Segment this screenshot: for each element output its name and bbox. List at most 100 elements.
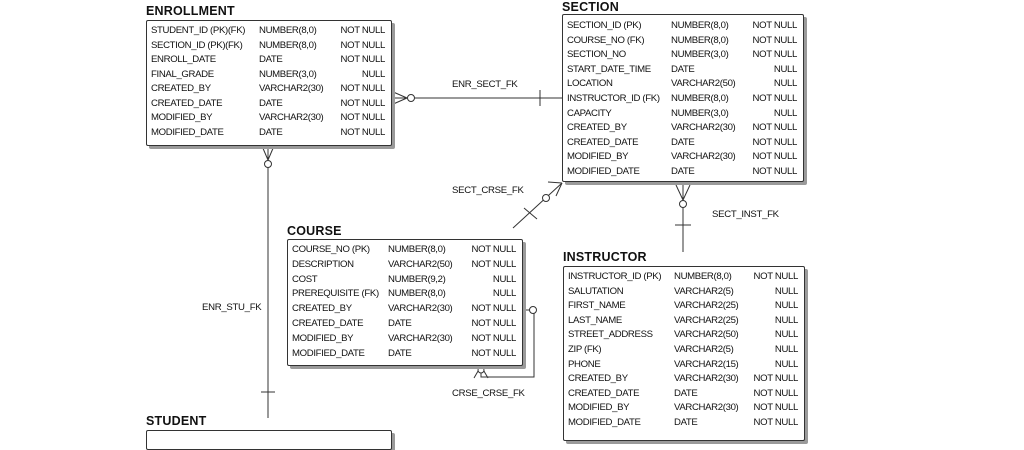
column-nullability: NOT NULL: [752, 20, 798, 31]
column-type: NUMBER(8,0): [388, 244, 446, 255]
column-nullability: NOT NULL: [471, 347, 517, 359]
column-nullability: NULL: [774, 300, 798, 312]
er-diagram-canvas: ENROLLMENT STUDENT_ID (PK)(FK)NUMBER(8,0…: [146, 0, 809, 450]
column-type: NUMBER(3,0): [671, 107, 729, 119]
column-nullability: NULL: [774, 329, 798, 341]
column-nullability: NULL: [774, 285, 798, 297]
column-name: CREATED_DATE: [567, 136, 639, 148]
column-type: DATE: [671, 136, 695, 148]
column-name: SECTION_ID (PK)(FK): [151, 39, 243, 51]
entity-instructor[interactable]: INSTRUCTOR INSTRUCTOR_ID (PK)NUMBER(8,0)…: [563, 250, 809, 441]
column-name: INSTRUCTOR_ID (PK): [568, 271, 662, 282]
column-type: NUMBER(8,0): [671, 20, 729, 31]
column-row: MODIFIED_DATE DATE NOT NULL: [288, 347, 522, 361]
column-nullability: NULL: [773, 107, 797, 119]
entity-title: STUDENT: [146, 414, 207, 428]
enr-stu-connector: [261, 145, 275, 418]
column-name: MODIFIED_DATE: [292, 347, 365, 359]
column-nullability: NOT NULL: [752, 34, 798, 46]
entity-enrollment[interactable]: ENROLLMENT STUDENT_ID (PK)(FK)NUMBER(8,0…: [146, 4, 394, 150]
column-type: VARCHAR2(25): [674, 314, 739, 326]
column-nullability: NOT NULL: [752, 93, 798, 104]
column-type: NUMBER(8,0): [671, 93, 729, 104]
column-name: FINAL_GRADE: [151, 68, 214, 80]
column-name: LAST_NAME: [568, 314, 622, 326]
column-nullability: NOT NULL: [471, 258, 517, 270]
column-nullability: NOT NULL: [752, 166, 798, 177]
column-name: MODIFIED_BY: [568, 402, 630, 414]
column-type: DATE: [671, 166, 695, 177]
column-type: NUMBER(8,0): [671, 34, 729, 46]
column-row: STUDENT_ID (PK)(FK)NUMBER(8,0)NOT NULL: [147, 24, 391, 38]
column-type: NUMBER(8,0): [388, 288, 446, 300]
column-name: CREATED_BY: [292, 303, 352, 315]
column-nullability: NULL: [361, 68, 385, 80]
column-type: VARCHAR2(30): [671, 122, 736, 134]
column-name: MODIFIED_BY: [151, 112, 213, 123]
column-name: FIRST_NAME: [568, 300, 626, 312]
entity-title: COURSE: [287, 224, 342, 238]
column-row: CREATED_BY VARCHAR2(30) NOT NULL: [288, 302, 522, 316]
sect-inst-connector: [675, 184, 691, 252]
column-name: SALUTATION: [568, 285, 624, 297]
column-type: VARCHAR2(30): [388, 303, 453, 315]
column-name: DESCRIPTION: [292, 258, 354, 270]
column-nullability: NOT NULL: [752, 122, 798, 134]
column-name: STREET_ADDRESS: [568, 329, 653, 341]
column-name: CREATED_BY: [567, 122, 627, 134]
column-type: DATE: [674, 417, 698, 428]
column-type: DATE: [671, 63, 695, 75]
column-name: CAPACITY: [567, 107, 612, 119]
column-row: CAPACITY NUMBER(3,0) NULL: [563, 107, 803, 121]
column-name: START_DATE_TIME: [567, 63, 651, 75]
column-nullability: NOT NULL: [471, 332, 517, 344]
column-name: ZIP (FK): [568, 344, 602, 355]
column-nullability: NOT NULL: [752, 136, 798, 148]
column-nullability: NULL: [773, 63, 797, 75]
column-name: COURSE_NO (PK): [292, 244, 370, 255]
enr-sect-connector: [390, 90, 562, 106]
column-nullability: NOT NULL: [340, 97, 386, 109]
column-type: VARCHAR2(30): [671, 151, 736, 163]
column-nullability: NOT NULL: [753, 402, 799, 414]
column-row: START_DATE_TIME DATE NULL: [563, 63, 803, 77]
column-name: PHONE: [568, 358, 601, 370]
column-type: VARCHAR2(50): [671, 78, 736, 90]
column-type: VARCHAR2(50): [674, 329, 739, 341]
column-type: DATE: [388, 347, 412, 359]
column-type: NUMBER(3,0): [259, 68, 317, 80]
column-nullability: NOT NULL: [753, 417, 799, 428]
column-type: NUMBER(8,0): [259, 39, 317, 51]
column-name: MODIFIED_BY: [292, 332, 354, 344]
column-type: VARCHAR2(30): [674, 373, 739, 385]
entity-course[interactable]: COURSE COURSE_NO (PK) NUMBER(8,0) NOT NULL…: [287, 224, 527, 370]
column-name: CREATED_BY: [568, 373, 628, 385]
column-nullability: NOT NULL: [340, 83, 386, 94]
column-nullability: NOT NULL: [471, 303, 517, 315]
column-name: CREATED_DATE: [292, 318, 364, 329]
entity-student[interactable]: STUDENT: [146, 414, 394, 450]
column-nullability: NULL: [773, 78, 797, 90]
relationship-label-sect-inst: SECT_INST_FK: [712, 209, 779, 220]
column-nullability: NOT NULL: [752, 49, 798, 61]
column-nullability: NOT NULL: [753, 271, 799, 282]
column-nullability: NOT NULL: [752, 151, 798, 163]
entity-section[interactable]: SECTION SECTION_ID (PK)NUMBER(8,0)NOT NU…: [562, 0, 808, 188]
